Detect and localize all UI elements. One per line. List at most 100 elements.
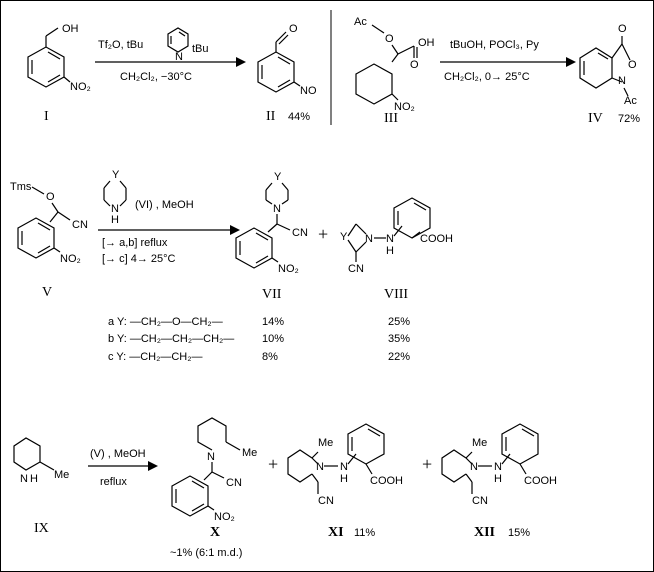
ring-nitrogen: N bbox=[20, 473, 28, 485]
table-row: a Y: —CH₂—O—CH₂— 14% 25% bbox=[108, 316, 410, 328]
yield-XII: 15% bbox=[508, 527, 530, 539]
acid-oh: OH bbox=[418, 37, 435, 49]
amine-y: Y bbox=[112, 169, 120, 181]
ether-oxygen: O bbox=[46, 191, 55, 203]
yield-X: ~1% (6:1 m.d.) bbox=[170, 547, 242, 559]
table-row: c Y: —CH₂—CH₂— 8% 22% bbox=[108, 351, 410, 363]
carboxylic-acid: COOH bbox=[420, 233, 453, 245]
plus-sign-2: + bbox=[422, 454, 432, 474]
compound-V: Tms O CN NO₂ bbox=[10, 181, 88, 265]
ring-nitrogen: N bbox=[470, 461, 478, 473]
row-a-yield-VIII: 25% bbox=[388, 316, 410, 328]
compound-label-I: I bbox=[44, 109, 49, 124]
nh-nitrogen: N bbox=[494, 461, 502, 473]
aldehyde-oxygen: O bbox=[289, 23, 298, 35]
compound-label-X: X bbox=[210, 525, 220, 540]
acetyl-group: Ac bbox=[354, 16, 367, 28]
carbonyl-oxygen: O bbox=[410, 59, 419, 71]
lactone-carbonyl: O bbox=[618, 23, 627, 35]
pyridine-base: N tBu bbox=[167, 27, 209, 63]
nh-nitrogen: N bbox=[386, 233, 394, 245]
compound-VII: Y N CN NO₂ bbox=[235, 171, 308, 275]
reagent-4-bottom: reflux bbox=[100, 476, 127, 488]
conditions-a-b: [→ a,b] reflux bbox=[102, 237, 168, 249]
ring-y: Y bbox=[340, 231, 348, 243]
compound-II: O NO bbox=[257, 23, 317, 97]
tms-group: Tms bbox=[10, 181, 32, 193]
nitrile-group: CN bbox=[226, 477, 242, 489]
methyl-group: Me bbox=[242, 447, 257, 459]
row-a-substituent: a Y: —CH₂—O—CH₂— bbox=[108, 316, 223, 328]
pyridine-tbu-right: tBu bbox=[192, 43, 209, 55]
benzene-ring bbox=[27, 46, 65, 88]
nh-hydrogen: H bbox=[30, 473, 38, 485]
compound-label-III: III bbox=[384, 111, 398, 126]
amine-n: N bbox=[111, 203, 119, 215]
compound-label-II: II bbox=[266, 109, 276, 124]
plus-sign-1: + bbox=[268, 454, 278, 474]
nitro-group: NO₂ bbox=[60, 253, 81, 265]
arrow-1 bbox=[95, 57, 246, 67]
nh-nitrogen: N bbox=[340, 461, 348, 473]
n-acetyl: Ac bbox=[624, 95, 637, 107]
nitroso-group: NO bbox=[300, 85, 317, 97]
compound-IX: N H Me bbox=[13, 437, 69, 485]
compound-label-IV: IV bbox=[588, 111, 603, 126]
compound-IV: O O N Ac bbox=[579, 23, 637, 107]
nitro-group: NO₂ bbox=[214, 511, 235, 523]
ether-oxygen: O bbox=[385, 33, 394, 45]
row-b-yield-VII: 10% bbox=[262, 333, 284, 345]
compound-VIII: Y N N H COOH CN bbox=[340, 197, 453, 275]
ring-nitrogen: N bbox=[273, 203, 281, 215]
carboxylic-acid: COOH bbox=[370, 475, 403, 487]
yield-II: 44% bbox=[288, 111, 310, 123]
methyl-group: Me bbox=[54, 469, 69, 481]
arrow-2 bbox=[440, 57, 576, 67]
reagent-2-top: tBuOH, POCl₃, Py bbox=[450, 39, 539, 51]
ring-nitrogen: N bbox=[207, 451, 215, 463]
carboxylic-acid: COOH bbox=[524, 475, 557, 487]
row-b-substituent: b Y: —CH₂—CH₂—CH₂— bbox=[108, 333, 234, 345]
compound-label-IX: IX bbox=[34, 521, 49, 536]
reagent-2-bottom: CH₂Cl₂, 0→ 25°C bbox=[444, 71, 530, 83]
nitrile-group: CN bbox=[348, 263, 364, 275]
yield-XI: 11% bbox=[354, 527, 375, 539]
nitrile-group: CN bbox=[292, 227, 308, 239]
row-b-yield-VIII: 35% bbox=[388, 333, 410, 345]
reagent-4-top: (V) , MeOH bbox=[90, 448, 146, 460]
compound-label-VII: VII bbox=[262, 287, 282, 302]
table-row: b Y: —CH₂—CH₂—CH₂— 10% 35% bbox=[108, 333, 410, 345]
nh-hydrogen: H bbox=[386, 245, 394, 257]
nitrile-group: CN bbox=[472, 495, 488, 507]
pyridine-nitrogen: N bbox=[175, 51, 183, 63]
nitrile-group: CN bbox=[72, 219, 88, 231]
arrow-4 bbox=[88, 461, 158, 471]
amine-h: H bbox=[111, 214, 119, 226]
row-a-yield-VII: 14% bbox=[262, 316, 284, 328]
ring-nitrogen: N bbox=[365, 233, 373, 245]
nitrile-group: CN bbox=[318, 495, 334, 507]
methyl-group: Me bbox=[472, 437, 487, 449]
compound-XII: Me N CN N H COOH bbox=[441, 423, 557, 507]
nitro-group: NO₂ bbox=[394, 101, 415, 113]
compound-III: Ac O OH O NO₂ bbox=[354, 16, 435, 113]
compound-I: OH NO₂ bbox=[27, 23, 91, 93]
compound-label-XI: XI bbox=[328, 525, 344, 540]
row-c-yield-VIII: 22% bbox=[388, 351, 410, 363]
nitro-group: NO₂ bbox=[70, 81, 91, 93]
methyl-group: Me bbox=[318, 437, 333, 449]
yield-IV: 72% bbox=[618, 113, 640, 125]
compound-label-XII: XII bbox=[474, 525, 495, 540]
compound-label-V: V bbox=[42, 285, 52, 300]
reagent-1-top: Tf₂O, tBu bbox=[98, 39, 143, 51]
ring-nitrogen: N bbox=[618, 75, 626, 87]
reagent-1-bottom: CH₂Cl₂, −30°C bbox=[120, 71, 192, 83]
hydroxyl-group: OH bbox=[62, 23, 79, 35]
row-c-yield-VII: 8% bbox=[262, 351, 278, 363]
compound-X: N Me CN NO₂ bbox=[171, 417, 257, 523]
nh-hydrogen: H bbox=[494, 473, 502, 485]
plus-sign: + bbox=[318, 224, 328, 244]
compound-XI: Me N CN N H COOH bbox=[287, 423, 403, 507]
ring-y: Y bbox=[274, 171, 282, 183]
